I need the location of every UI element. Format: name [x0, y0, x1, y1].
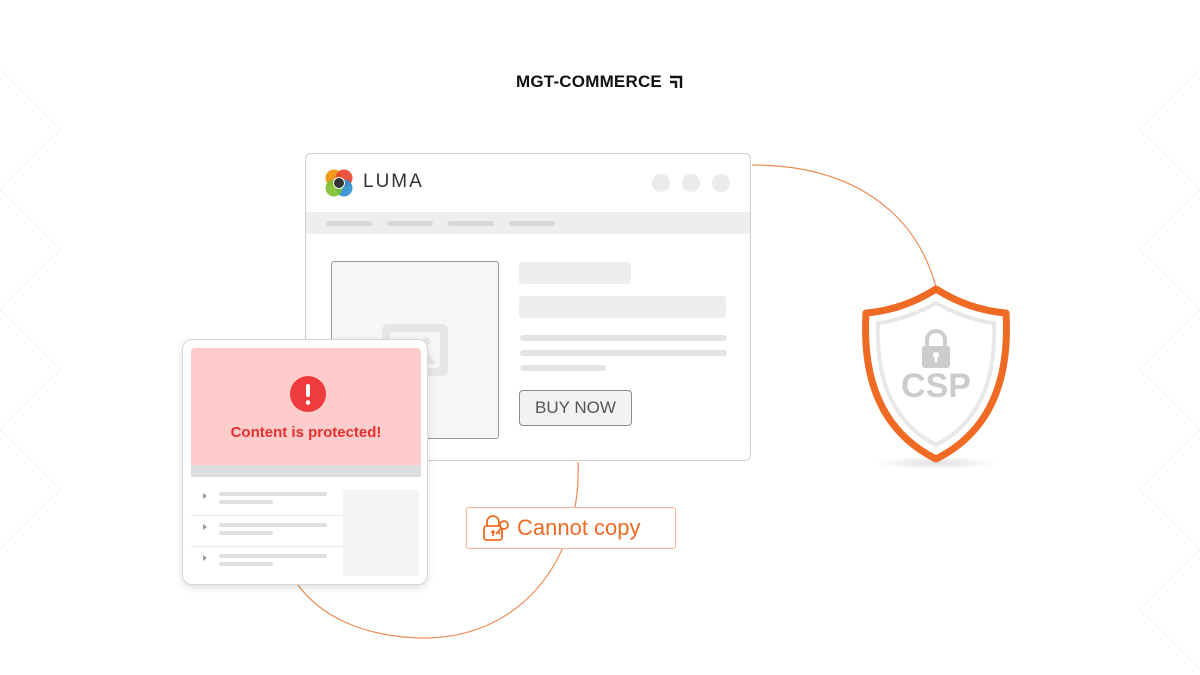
protected-message: Content is protected! — [230, 424, 382, 441]
brand-name: MGT-COMMERCE — [516, 72, 662, 91]
browser-header: LUMA — [306, 154, 750, 212]
protected-banner: Content is protected! — [191, 348, 421, 465]
product-title-skeleton — [519, 262, 631, 284]
nav-item[interactable] — [326, 221, 372, 226]
protected-content-card: Content is protected! — [182, 339, 428, 585]
description-line — [520, 335, 727, 341]
caret-right-icon — [203, 524, 207, 530]
window-dot[interactable] — [682, 174, 700, 192]
card-list — [191, 485, 343, 575]
nav-bar — [306, 212, 750, 234]
nav-item[interactable] — [509, 221, 555, 226]
brand-logo: MGT-COMMERCE — [0, 70, 1200, 94]
card-thumbnail — [343, 490, 419, 576]
csp-label: CSP — [901, 367, 971, 405]
corner-arrow-icon — [669, 75, 683, 88]
window-dot[interactable] — [712, 174, 730, 192]
list-item[interactable] — [191, 516, 343, 547]
product-price-skeleton — [519, 296, 726, 318]
caret-right-icon — [203, 555, 207, 561]
cannot-copy-badge: Cannot copy — [466, 507, 676, 549]
nav-item[interactable] — [387, 221, 433, 226]
exclamation-circle-icon — [290, 376, 326, 412]
list-item[interactable] — [191, 547, 343, 577]
description-line — [520, 365, 606, 371]
description-line — [520, 350, 727, 356]
store-name: LUMA — [363, 171, 424, 192]
window-dot[interactable] — [652, 174, 670, 192]
luma-logo-icon — [325, 169, 353, 197]
card-divider-strip — [191, 465, 421, 477]
lock-key-icon — [483, 515, 509, 541]
caret-right-icon — [203, 493, 207, 499]
list-item[interactable] — [191, 485, 343, 516]
csp-shield: CSP — [862, 285, 1010, 470]
padlock-icon — [922, 329, 950, 368]
buy-now-button[interactable]: BUY NOW — [519, 390, 632, 426]
nav-item[interactable] — [448, 221, 494, 226]
cannot-copy-label: Cannot copy — [517, 515, 641, 540]
